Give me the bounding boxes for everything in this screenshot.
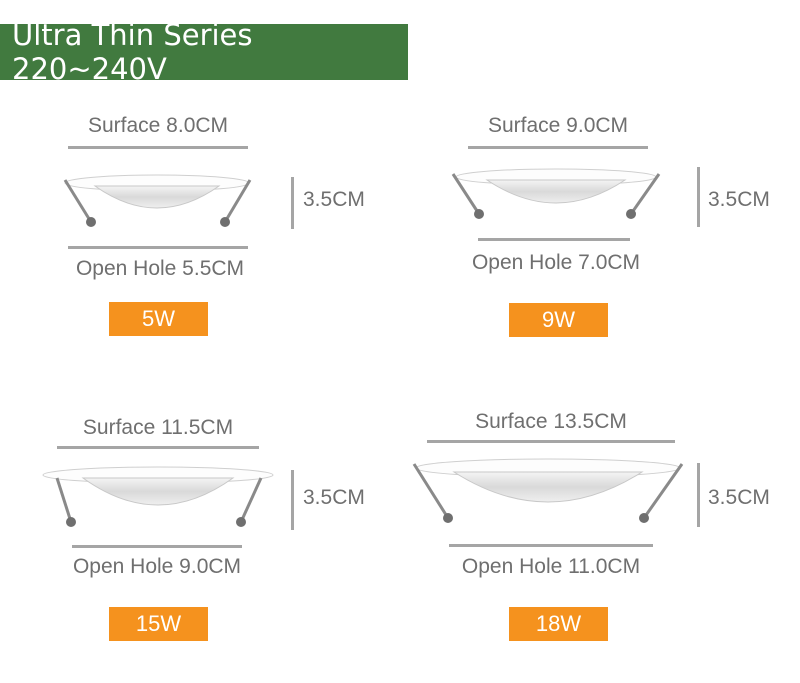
- wattage-badge: 15W: [109, 607, 208, 641]
- surface-dimension-line: [427, 440, 675, 443]
- series-title-banner: Ultra Thin Series 220~240V: [0, 18, 408, 86]
- hole-dimension-line: [72, 545, 242, 548]
- surface-dimension-line: [57, 446, 259, 449]
- height-label: 3.5CM: [708, 486, 770, 509]
- downlight-image: [451, 168, 661, 219]
- surface-size-label: Surface 11.5CM: [82, 416, 234, 439]
- open-hole-label: Open Hole 5.5CM: [75, 257, 245, 280]
- height-dimension-line: [291, 177, 294, 229]
- surface-size-label: Surface 13.5CM: [475, 410, 627, 433]
- wattage-badge: 5W: [109, 302, 208, 336]
- surface-size-label: Surface 8.0CM: [87, 114, 229, 137]
- height-dimension-line: [697, 463, 700, 527]
- surface-dimension-line: [68, 146, 248, 149]
- hole-dimension-line: [478, 238, 630, 241]
- wattage-badge: 18W: [509, 607, 608, 641]
- hole-dimension-line: [449, 544, 653, 547]
- downlight-image: [63, 174, 252, 227]
- surface-dimension-line: [468, 146, 648, 149]
- downlight-image: [412, 458, 684, 523]
- height-label: 3.5CM: [708, 188, 770, 211]
- hole-dimension-line: [68, 246, 248, 249]
- height-label: 3.5CM: [303, 486, 365, 509]
- height-label: 3.5CM: [303, 188, 365, 211]
- open-hole-label: Open Hole 9.0CM: [72, 555, 242, 578]
- downlight-image: [42, 466, 274, 527]
- wattage-badge: 9W: [509, 303, 608, 337]
- open-hole-label: Open Hole 7.0CM: [471, 251, 641, 274]
- surface-size-label: Surface 9.0CM: [487, 114, 629, 137]
- height-dimension-line: [697, 167, 700, 227]
- open-hole-label: Open Hole 11.0CM: [461, 555, 641, 578]
- height-dimension-line: [291, 470, 294, 530]
